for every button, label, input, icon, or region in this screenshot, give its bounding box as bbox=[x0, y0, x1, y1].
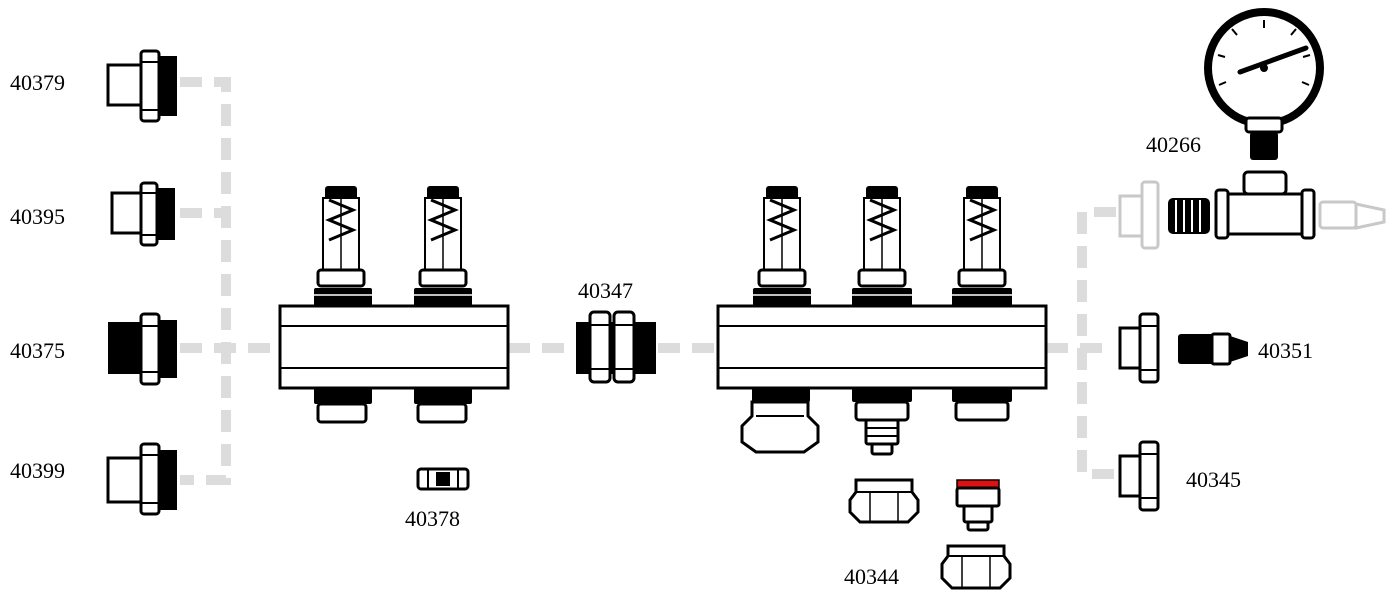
label-40347: 40347 bbox=[578, 278, 633, 303]
label-40266: 40266 bbox=[1146, 132, 1201, 157]
fitting-40379 bbox=[106, 49, 177, 123]
label-40378: 40378 bbox=[405, 506, 460, 531]
gauge-assembly-40266 bbox=[1118, 8, 1386, 250]
valve-top-1 bbox=[314, 186, 372, 306]
fitting-40395 bbox=[110, 181, 175, 247]
manifold-right bbox=[716, 186, 1048, 456]
label-40395: 40395 bbox=[10, 204, 65, 229]
valve-top-3 bbox=[753, 186, 811, 306]
label-40345: 40345 bbox=[1186, 467, 1241, 492]
valve-top-2 bbox=[414, 186, 472, 306]
label-40344: 40344 bbox=[844, 564, 899, 589]
adapter-40345 bbox=[1118, 440, 1160, 512]
adapter-40351 bbox=[1118, 312, 1248, 384]
label-40351: 40351 bbox=[1258, 338, 1313, 363]
fitting-40399 bbox=[106, 442, 177, 516]
label-40375: 40375 bbox=[10, 338, 65, 363]
manifold-left bbox=[278, 186, 510, 424]
valve-top-5 bbox=[952, 186, 1012, 306]
part-40344 bbox=[848, 478, 1012, 590]
label-40379: 40379 bbox=[10, 70, 65, 95]
fitting-40375 bbox=[108, 312, 177, 386]
coupler-40347 bbox=[576, 310, 656, 384]
part-40378 bbox=[416, 467, 470, 491]
valve-top-4 bbox=[852, 186, 912, 306]
label-40399: 40399 bbox=[10, 458, 65, 483]
connector-lines bbox=[180, 77, 1116, 485]
